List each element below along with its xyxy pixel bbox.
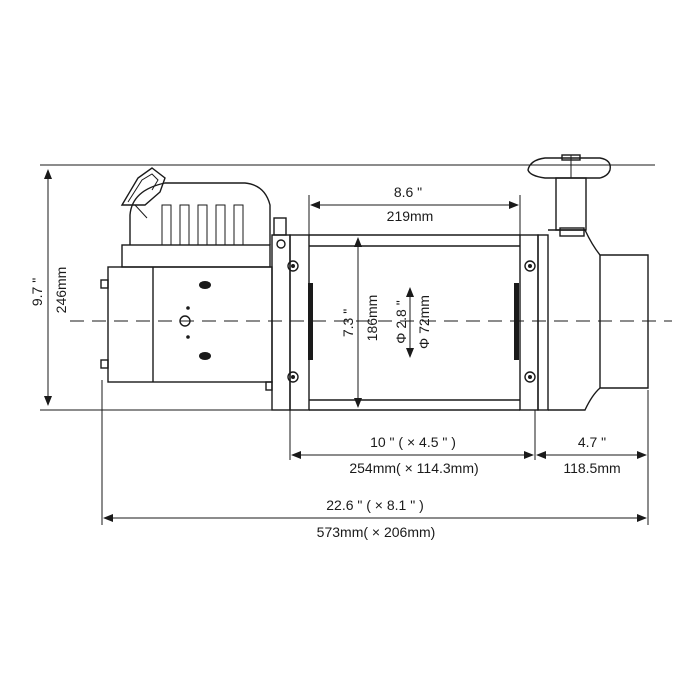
dim-drum-diameter: Φ 2.8 " Φ 72mm: [393, 287, 432, 358]
clutch-handle: [527, 154, 611, 237]
control-plug: [120, 167, 166, 206]
dim-overall-mm: 573mm( × 206mm): [317, 524, 436, 540]
dim-gear-housing: 4.7 " 118.5mm: [536, 434, 647, 476]
control-box: [120, 167, 271, 268]
dim-drum-length-mm: 219mm: [387, 208, 434, 224]
terminal-bottom: [199, 352, 211, 360]
gear-housing: [548, 229, 649, 411]
dim-diameter-mm: Φ 72mm: [416, 295, 432, 349]
motor-housing: [100, 266, 273, 383]
dim-drum-length-in: 8.6 ": [394, 184, 422, 200]
dim-gear-mm: 118.5mm: [563, 460, 620, 476]
dim-height-in: 9.7 ": [29, 278, 45, 306]
dim-diameter-in: Φ 2.8 ": [393, 300, 409, 343]
motor-center-bolt: [179, 315, 191, 327]
dim-mount-mm: 254mm( × 114.3mm): [349, 460, 478, 476]
right-end-bracket: [519, 234, 549, 411]
dim-drum-flange: 7.3 " 186mm: [340, 237, 380, 408]
dim-drum-length: 8.6 " 219mm: [310, 184, 519, 224]
dim-flange-in: 7.3 ": [340, 309, 356, 337]
left-end-bracket: [265, 217, 310, 411]
dim-mounting: 10 " ( × 4.5 " ) 254mm( × 114.3mm): [291, 434, 534, 476]
dim-height: 9.7 " 246mm: [29, 169, 69, 406]
dim-mount-in: 10 " ( × 4.5 " ): [370, 434, 456, 450]
terminal-top: [199, 281, 211, 289]
dim-height-mm: 246mm: [53, 267, 69, 314]
dim-gear-in: 4.7 ": [578, 434, 606, 450]
cable-drum: [308, 234, 520, 411]
dim-overall: 22.6 " ( × 8.1 " ) 573mm( × 206mm): [103, 497, 647, 540]
dim-overall-in: 22.6 " ( × 8.1 " ): [326, 497, 424, 513]
extension-lines: [40, 164, 655, 525]
dim-flange-mm: 186mm: [364, 295, 380, 342]
